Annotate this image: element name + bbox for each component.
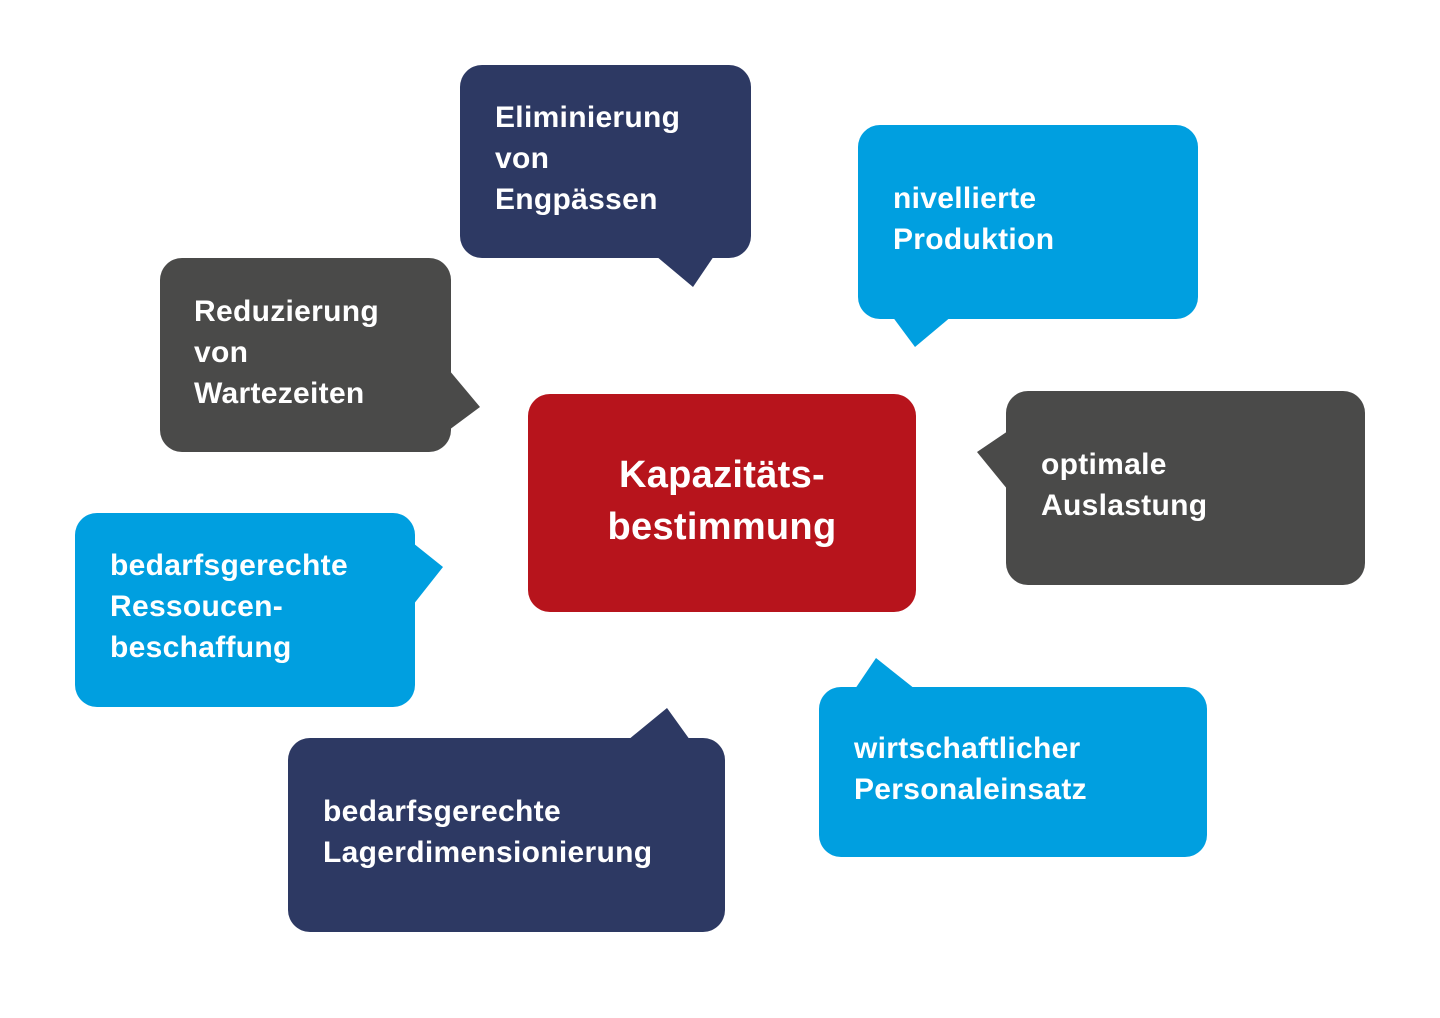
center-node-kapazitaetsbestimmung: Kapazitäts- bestimmung: [528, 394, 916, 612]
bubble-reduzierung: Reduzierung von Wartezeiten: [160, 258, 451, 452]
bubble-label: nivellierte Produktion: [893, 182, 1055, 256]
bubble-label: wirtschaftlicher Personaleinsatz: [854, 732, 1087, 806]
center-node-label: Kapazitäts- bestimmung: [607, 454, 837, 548]
bubble-personaleinsatz: wirtschaftlicher Personaleinsatz: [819, 687, 1207, 857]
bubble-optimale-auslastung: optimale Auslastung: [1006, 391, 1365, 585]
bubble-label: bedarfsgerechte Lagerdimensionierung: [323, 795, 653, 869]
bubble-nivellierte-produktion: nivellierte Produktion: [858, 125, 1198, 319]
bubble-label: bedarfsgerechte Ressoucen- beschaffung: [110, 549, 348, 664]
bubble-label: Eliminierung von Engpässen: [495, 101, 681, 216]
bubble-label: Reduzierung von Wartezeiten: [194, 295, 379, 410]
bubble-eliminierung: Eliminierung von Engpässen: [460, 65, 751, 258]
bubble-label: optimale Auslastung: [1041, 448, 1208, 522]
bubble-lagerdimensionierung: bedarfsgerechte Lagerdimensionierung: [288, 738, 725, 932]
bubble-ressourcenbeschaffung: bedarfsgerechte Ressoucen- beschaffung: [75, 513, 415, 707]
